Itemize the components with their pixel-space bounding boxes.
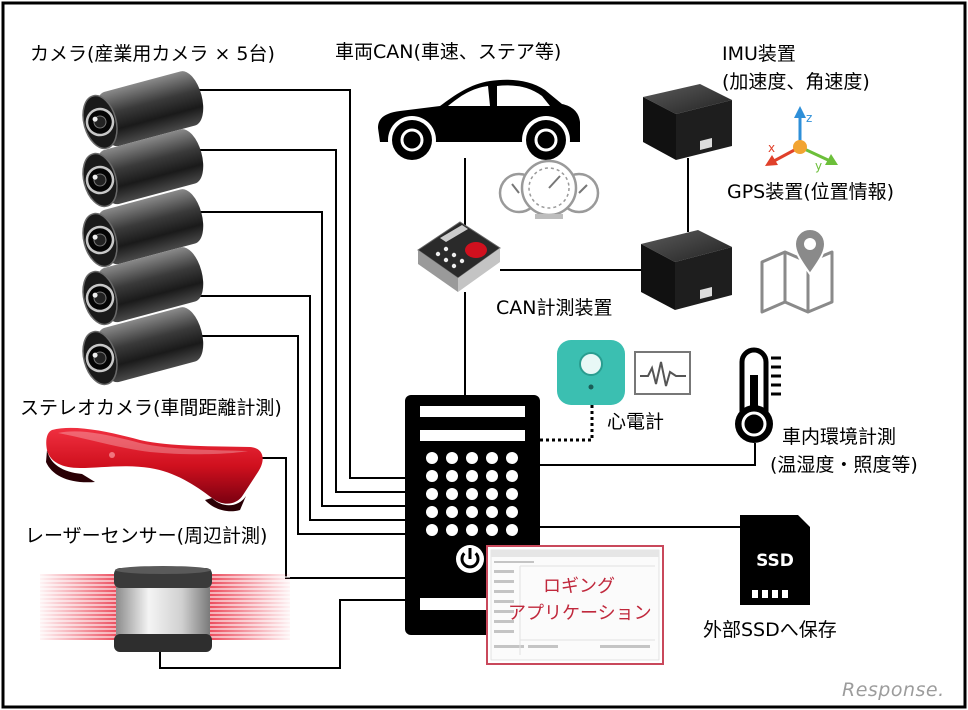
pc-vent-hole <box>506 452 518 464</box>
pc-vent-hole <box>486 506 498 518</box>
pc-vent-hole <box>486 488 498 500</box>
laser-sensor-icon <box>40 566 290 652</box>
connector-laser-sensor <box>159 599 405 669</box>
pc-vent-hole <box>486 524 498 536</box>
pc-vent-hole <box>506 524 518 536</box>
map-pin-icon <box>760 228 834 314</box>
pc-vent-hole <box>446 506 458 518</box>
ssd-save-label: 外部SSDへ保存 <box>703 619 837 641</box>
car-icon <box>378 79 580 164</box>
laser-sensor-label: レーザーセンサー(周辺計測) <box>25 525 268 547</box>
can-logger-icon <box>417 221 501 292</box>
pc-vent-hole <box>486 470 498 482</box>
ssd-icon: SSD <box>740 515 810 605</box>
pc-vent-grid <box>426 452 518 536</box>
cameras-label: カメラ(産業用カメラ × 5台) <box>30 43 275 65</box>
pc-vent-hole <box>506 470 518 482</box>
axis-z-label: z <box>806 111 812 125</box>
app-title-line-2: アプリケーション <box>508 603 652 624</box>
pc-drive-slot <box>420 406 525 417</box>
axis-x-label: x <box>768 141 775 155</box>
imu-subtitle-label: (加速度、角速度) <box>722 71 870 93</box>
ssd-icon-label: SSD <box>756 551 794 571</box>
heart-monitor-icon <box>557 340 625 405</box>
pc-vent-hole <box>446 524 458 536</box>
connector-stereo-camera <box>262 457 405 579</box>
ecg-wave-icon <box>634 351 691 395</box>
connectors <box>159 89 756 669</box>
camera-stack <box>76 66 210 391</box>
pc-vent-hole <box>426 452 438 464</box>
pc-vent-hole <box>446 488 458 500</box>
connector-camera-4 <box>192 295 405 521</box>
pc-vent-hole <box>466 452 478 464</box>
connector-camera-1 <box>196 89 405 479</box>
imu-title-label: IMU装置 <box>722 43 796 65</box>
pc-vent-hole <box>506 488 518 500</box>
speedometer-icon <box>498 159 600 219</box>
pc-drive-slot <box>420 430 525 441</box>
connector-camera-5 <box>192 335 405 535</box>
pc-vent-hole <box>426 488 438 500</box>
imu-box-icon <box>643 84 732 160</box>
thermometer-icon <box>735 347 781 443</box>
ecg-label: 心電計 <box>607 411 665 433</box>
connector-camera-2 <box>196 149 405 493</box>
environment-subtitle-label: (温湿度・照度等) <box>770 454 918 476</box>
pc-vent-hole <box>426 524 438 536</box>
response-watermark: Response. <box>842 679 945 701</box>
pc-vent-hole <box>466 524 478 536</box>
stereo-camera-label: ステレオカメラ(車間距離計測) <box>20 397 282 419</box>
pc-vent-hole <box>446 452 458 464</box>
pc-vent-hole <box>466 488 478 500</box>
xyz-axes-icon: z x y <box>765 106 838 173</box>
pc-vent-hole <box>426 506 438 518</box>
pc-vent-hole <box>446 470 458 482</box>
connector-environment-pc <box>540 443 756 466</box>
app-title-line-1: ロギング <box>543 576 615 597</box>
pc-vent-hole <box>466 470 478 482</box>
application-window-icon <box>486 545 664 665</box>
axis-y-label: y <box>815 159 822 173</box>
gps-label: GPS装置(位置情報) <box>727 181 895 203</box>
connector-camera-3 <box>196 211 405 507</box>
connector-ecg-pc <box>540 405 594 442</box>
vehicle-can-label: 車両CAN(車速、ステア等) <box>335 41 562 63</box>
pc-vent-hole <box>466 506 478 518</box>
pc-vent-hole <box>426 470 438 482</box>
gps-box-icon <box>641 230 732 310</box>
environment-title-label: 車内環境計測 <box>782 426 897 448</box>
can-device-label: CAN計測装置 <box>496 297 613 319</box>
pc-vent-hole <box>506 506 518 518</box>
pc-vent-hole <box>486 452 498 464</box>
stereo-camera-icon <box>46 427 263 512</box>
